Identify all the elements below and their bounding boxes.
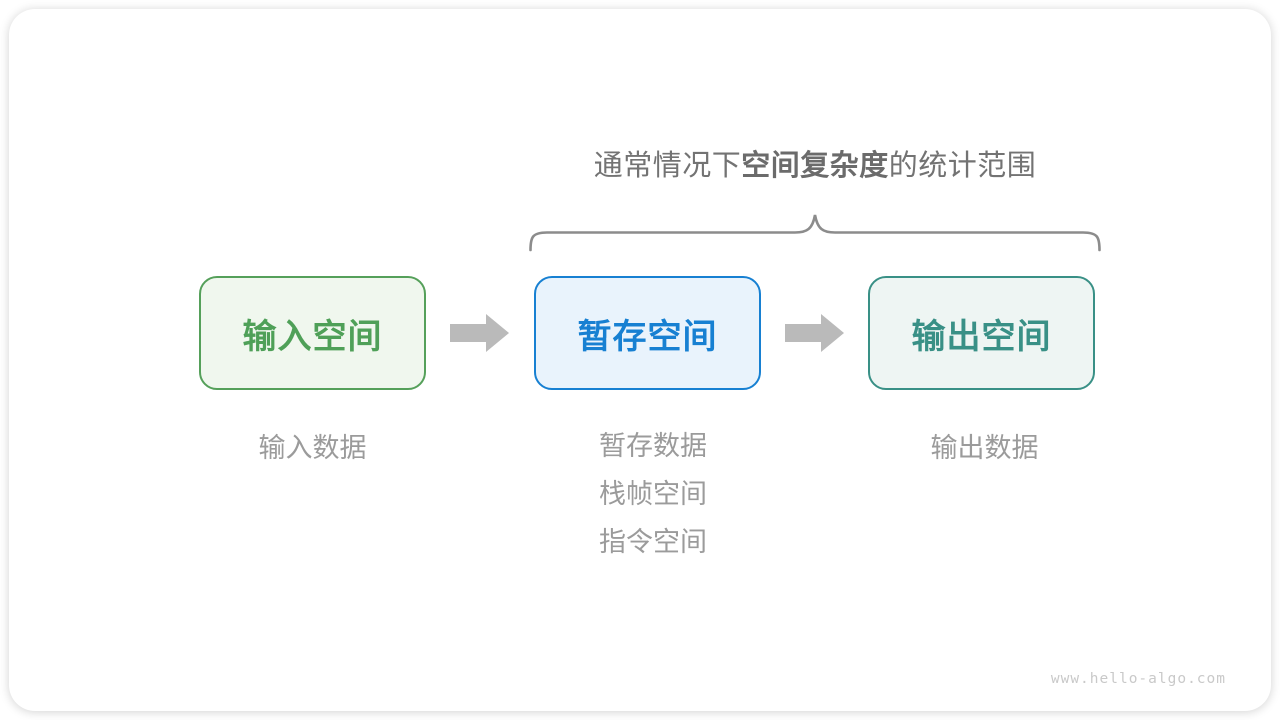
note-temporary-items: 暂存数据 栈帧空间 指令空间 bbox=[539, 422, 767, 566]
curly-brace bbox=[529, 214, 1101, 252]
arrow-icon bbox=[450, 314, 509, 352]
title-bold-term: 空间复杂度 bbox=[741, 150, 889, 182]
box-input-space: 输入空间 bbox=[199, 276, 426, 390]
note-line: 暂存数据 bbox=[599, 431, 707, 461]
box-input-space-label: 输入空间 bbox=[242, 317, 383, 356]
title-suffix: 的统计范围 bbox=[888, 150, 1037, 182]
arrow-icon bbox=[785, 314, 844, 352]
box-output-space-label: 输出空间 bbox=[911, 317, 1052, 356]
note-line: 栈帧空间 bbox=[599, 479, 707, 509]
note-input-data: 输入数据 bbox=[199, 433, 426, 463]
note-output-data: 输出数据 bbox=[871, 433, 1098, 463]
diagram-card: 通常情况下空间复杂度的统计范围 输入空间 暂存空间 输出空间 输入数据 暂存数据… bbox=[9, 9, 1271, 711]
note-line: 输出数据 bbox=[930, 433, 1039, 463]
box-temporary-space: 暂存空间 bbox=[534, 276, 761, 390]
note-line: 指令空间 bbox=[599, 527, 707, 557]
diagram-title: 通常情况下空间复杂度的统计范围 bbox=[529, 147, 1101, 185]
note-line: 输入数据 bbox=[258, 433, 367, 463]
box-output-space: 输出空间 bbox=[868, 276, 1095, 390]
title-prefix: 通常情况下 bbox=[593, 150, 742, 182]
box-temporary-space-label: 暂存空间 bbox=[577, 317, 718, 356]
watermark: www.hello-algo.com bbox=[1050, 671, 1226, 687]
